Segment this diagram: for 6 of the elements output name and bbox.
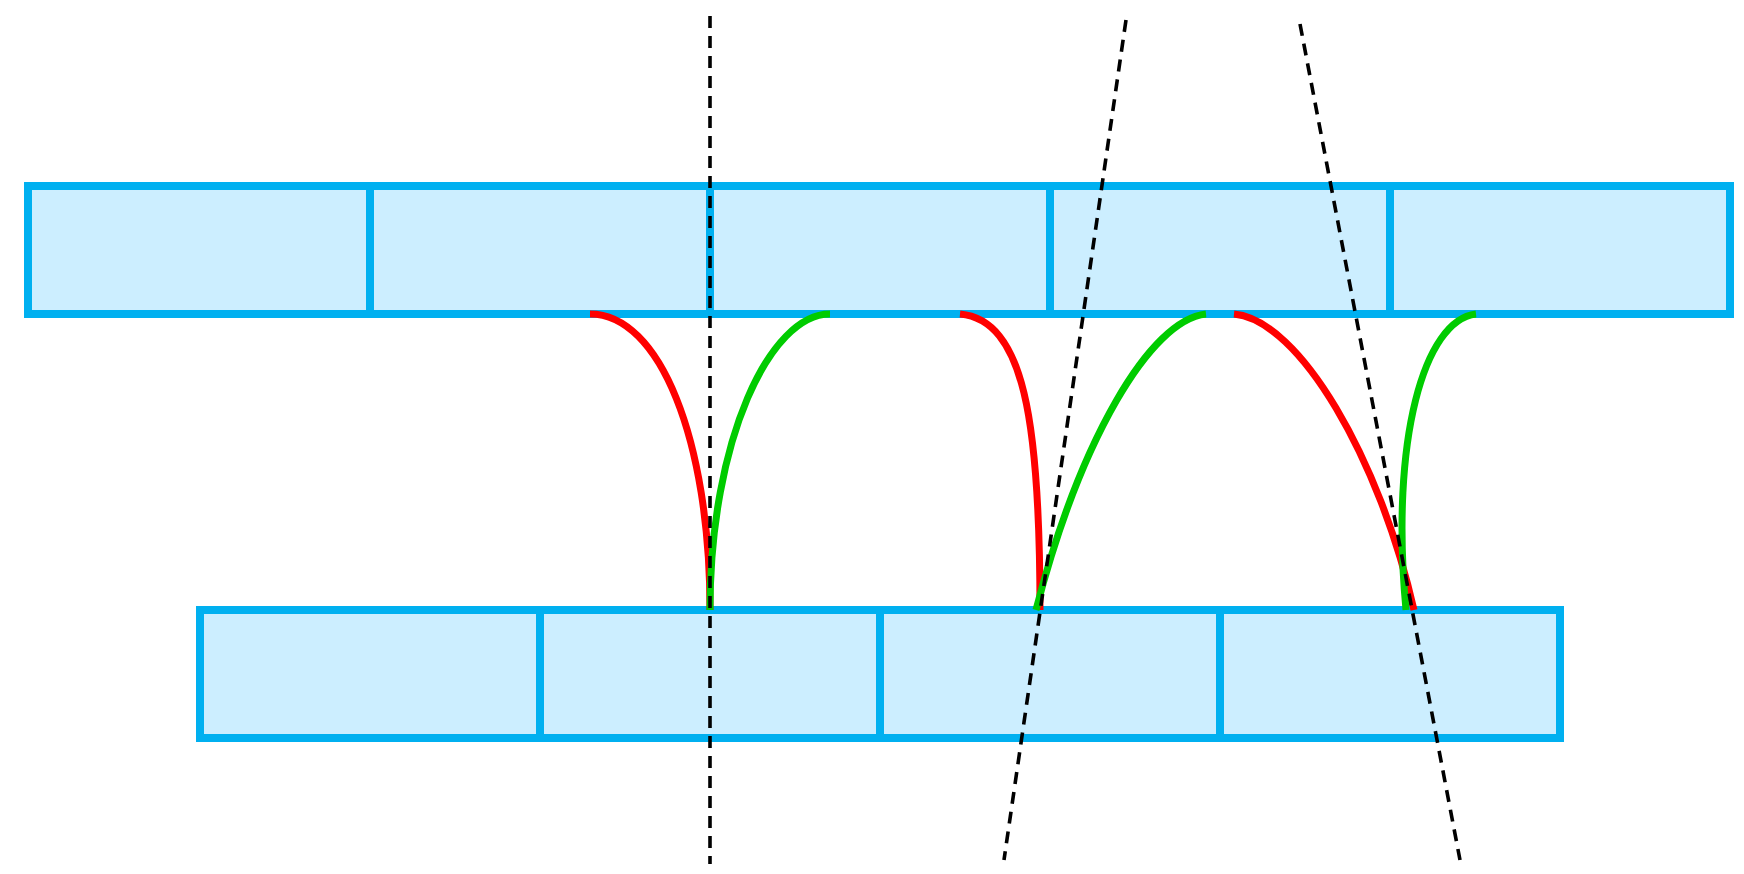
curved-line bbox=[1233, 310, 1418, 611]
curved-line bbox=[1398, 310, 1478, 611]
curved-line bbox=[589, 310, 714, 611]
curved-line bbox=[706, 310, 831, 611]
curved-line bbox=[959, 310, 1044, 611]
curved-line bbox=[1032, 310, 1207, 611]
